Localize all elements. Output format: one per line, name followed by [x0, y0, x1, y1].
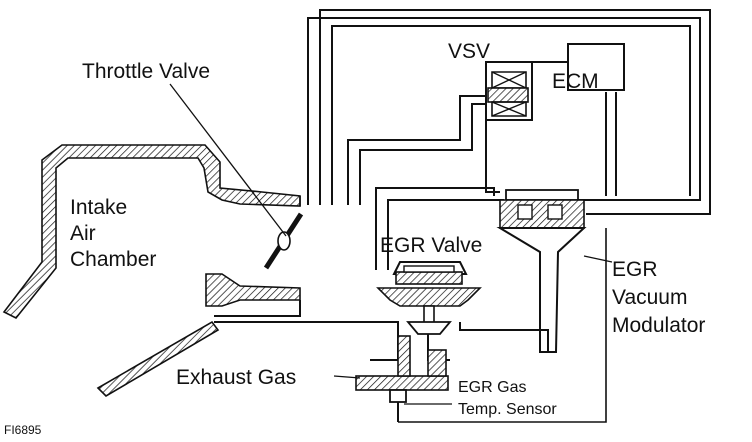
- throttle-valve: [169, 83, 304, 270]
- modulator-label-line3: Modulator: [612, 314, 705, 337]
- sensor-label-line1: EGR Gas: [458, 379, 526, 396]
- egr-gas-temp-sensor: [389, 228, 607, 423]
- figure-id: FI6895: [4, 423, 42, 437]
- intake-label-line3: Chamber: [70, 248, 156, 271]
- throttle-valve-label: Throttle Valve: [82, 60, 210, 83]
- intake-air-chamber: [2, 144, 301, 398]
- egr-valve: [376, 261, 482, 335]
- modulator-label-line2: Vacuum: [612, 286, 687, 309]
- egr-valve-label: EGR Valve: [380, 234, 482, 257]
- ecm: [532, 43, 625, 91]
- ecm-label: ECM: [552, 70, 599, 93]
- exhaust-gas-label: Exhaust Gas: [176, 366, 296, 389]
- egr-vacuum-modulator: [496, 189, 613, 353]
- vsv: [485, 61, 533, 121]
- sensor-label-line2: Temp. Sensor: [458, 401, 557, 418]
- vsv-label: VSV: [448, 40, 490, 63]
- modulator-label-line1: EGR: [612, 258, 658, 281]
- intake-label-line2: Air: [70, 222, 96, 245]
- intake-label-line1: Intake: [70, 196, 127, 219]
- exhaust-passage: [214, 300, 549, 391]
